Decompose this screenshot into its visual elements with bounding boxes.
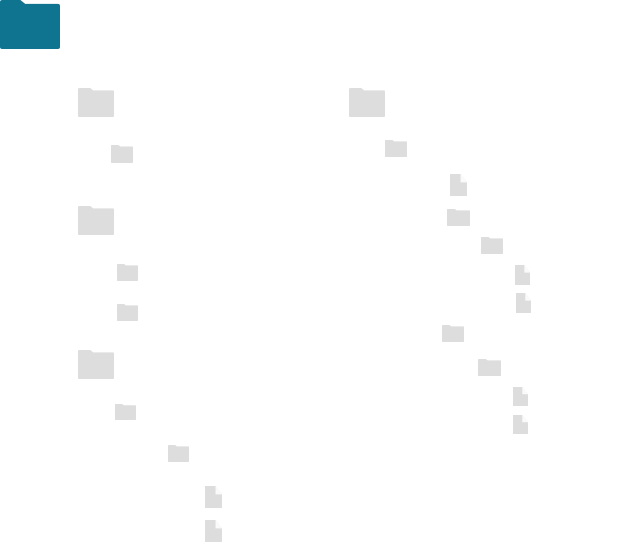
folder-icon[interactable] xyxy=(111,145,133,163)
folder-icon[interactable] xyxy=(78,350,114,379)
file-icon[interactable] xyxy=(205,486,222,508)
folder-icon[interactable] xyxy=(349,88,385,117)
file-icon[interactable] xyxy=(513,387,528,406)
file-icon[interactable] xyxy=(516,293,531,313)
folder-icon[interactable] xyxy=(117,264,138,281)
folder-icon[interactable] xyxy=(385,140,407,157)
file-icon[interactable] xyxy=(515,265,530,285)
folder-icon[interactable] xyxy=(78,88,114,117)
file-icon[interactable] xyxy=(513,415,528,434)
file-icon[interactable] xyxy=(450,174,467,196)
folder-icon[interactable] xyxy=(168,445,189,462)
folder-icon[interactable] xyxy=(442,325,464,342)
folder-icon[interactable] xyxy=(117,304,138,321)
folder-icon[interactable] xyxy=(78,206,114,235)
folder-icon[interactable] xyxy=(0,0,60,49)
folder-icon[interactable] xyxy=(478,359,501,376)
file-icon[interactable] xyxy=(205,520,222,542)
folder-icon[interactable] xyxy=(115,404,136,420)
folder-icon[interactable] xyxy=(447,209,470,226)
folder-icon[interactable] xyxy=(481,237,503,254)
